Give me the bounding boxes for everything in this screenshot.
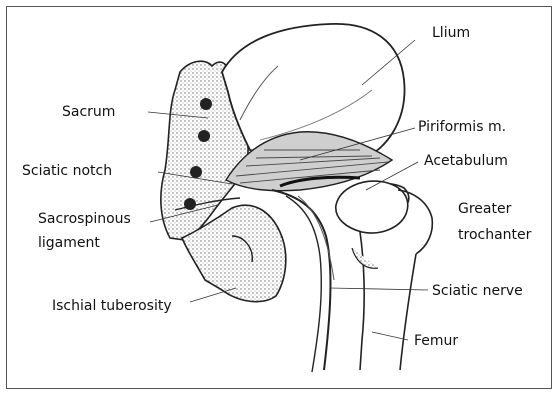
- sacral-foramen-3: [190, 166, 202, 178]
- label-piriformis: Piriformis m.: [418, 118, 506, 136]
- label-sacrospinous-line2: ligament: [38, 234, 100, 252]
- label-sacrospinous-line1: Sacrospinous: [38, 210, 131, 228]
- label-sciatic-notch: Sciatic notch: [22, 162, 112, 180]
- leader-femur: [372, 332, 408, 340]
- label-ischial-tuberosity: Ischial tuberosity: [52, 297, 172, 315]
- label-acetabulum: Acetabulum: [424, 152, 508, 170]
- femur-head: [336, 181, 408, 233]
- label-greater-trochanter-line1: Greater: [458, 200, 511, 218]
- label-femur: Femur: [414, 332, 458, 350]
- sacral-foramen-2: [198, 130, 210, 142]
- label-ilium: Llium: [432, 24, 470, 42]
- sacral-foramen-1: [200, 98, 212, 110]
- label-greater-trochanter-line2: trochanter: [458, 226, 531, 244]
- sacral-foramen-4: [184, 198, 196, 210]
- leader-sciatic-nerve: [330, 288, 428, 290]
- label-sacrum: Sacrum: [62, 103, 115, 121]
- femur-shaft: [360, 232, 416, 370]
- label-sciatic-nerve: Sciatic nerve: [432, 282, 523, 300]
